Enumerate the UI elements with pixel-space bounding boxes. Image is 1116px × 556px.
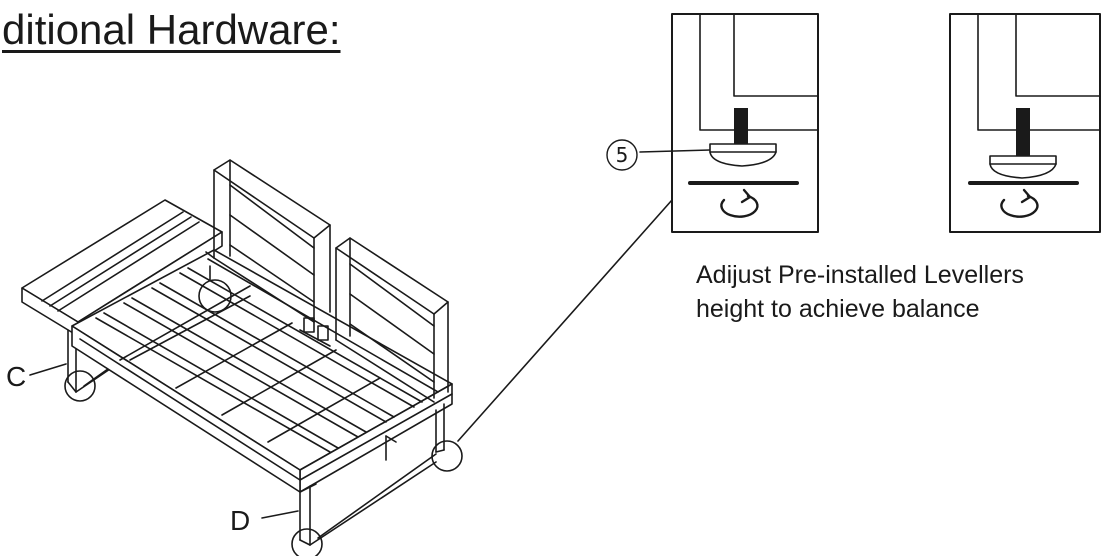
- leveller-circle-back: [198, 279, 232, 313]
- leveller-thread-icon: [1016, 108, 1030, 156]
- detail-panel-right: [949, 13, 1101, 233]
- caption-line-1: Adijust Pre-installed Levellers: [696, 261, 1024, 289]
- callout-label-d: D: [230, 505, 250, 536]
- part-number-circle: [606, 139, 638, 171]
- detail-panel-left: [671, 13, 819, 233]
- leader-line-d: [261, 510, 299, 519]
- section-heading: ditional Hardware:: [2, 6, 341, 53]
- part-number-label: 5: [616, 143, 629, 167]
- leveller-foot-icon: [989, 155, 1057, 179]
- leveller-instruction-caption: Adijust Pre-installed Levellers height t…: [696, 258, 1024, 326]
- leader-line-part: [639, 149, 711, 153]
- rotate-arrow-icon: [1000, 194, 1039, 218]
- leveller-thread-icon: [734, 108, 748, 144]
- leveller-circle-d: [291, 528, 323, 556]
- leader-line-c: [29, 363, 67, 376]
- leveller-circle-c: [64, 370, 96, 402]
- rotate-arrow-icon: [720, 194, 759, 218]
- leveller-foot-icon: [709, 143, 777, 167]
- sofa-frame: [21, 159, 453, 546]
- caption-line-2: height to achieve balance: [696, 295, 980, 323]
- leader-line-detail: [457, 199, 673, 442]
- callout-label-c: C: [6, 361, 26, 392]
- leveller-circle-right: [431, 440, 463, 472]
